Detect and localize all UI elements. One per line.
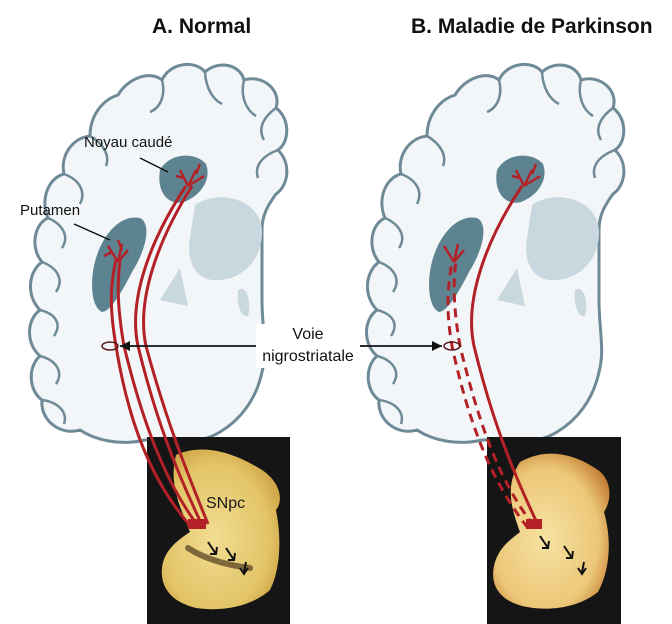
fiber-terminal-parkinson: [526, 519, 542, 529]
label-pathway-line2: nigrostriatale: [256, 346, 360, 368]
panel-title-normal: A. Normal: [152, 15, 251, 39]
label-putamen: Putamen: [20, 202, 80, 219]
fiber-terminal-normal: [188, 519, 206, 529]
panel-parkinson: [344, 64, 624, 624]
label-pathway-line1: Voie: [256, 324, 360, 346]
label-pathway: Voie nigrostriatale: [256, 324, 360, 368]
label-caudate: Noyau caudé: [84, 134, 172, 151]
panel-title-parkinson: B. Maladie de Parkinson: [411, 15, 653, 39]
label-snpc: SNpc: [206, 495, 245, 513]
